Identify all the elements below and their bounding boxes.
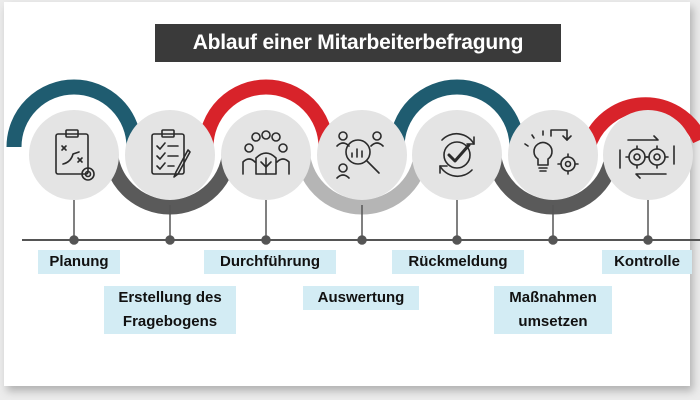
step-label-auswertung: Auswertung	[303, 286, 419, 310]
feedback-check-icon	[439, 132, 475, 178]
step-label-massnahmen: Maßnahmen umsetzen	[494, 286, 612, 334]
step-circle-6	[508, 110, 598, 200]
step-circle-5	[412, 110, 502, 200]
timeline-dot	[452, 235, 462, 245]
timeline-dot	[548, 235, 558, 245]
gears-cycle-icon	[619, 135, 675, 179]
step-circle-1	[29, 110, 119, 200]
clipboard-plan-icon	[55, 129, 95, 181]
timeline-dot	[643, 235, 653, 245]
step-label-massnahmen-line1: Maßnahmen	[509, 289, 597, 306]
step-label-durchfuehrung: Durchführung	[204, 250, 336, 274]
arc-step-3	[198, 79, 334, 148]
timeline-dot	[165, 235, 175, 245]
arc-step-5	[389, 79, 525, 148]
timeline-dot	[261, 235, 271, 245]
idea-gear-icon	[524, 129, 579, 175]
timeline-dot	[357, 235, 367, 245]
step-label-rueckmeldung: Rückmeldung	[392, 250, 524, 274]
step-label-erstellung: Erstellung des Fragebogens	[104, 286, 236, 334]
page-title: Ablauf einer Mitarbeiterbefragung	[155, 24, 561, 62]
step-circle-7	[603, 110, 693, 200]
step-circle-2	[125, 110, 215, 200]
step-circle-3	[221, 110, 311, 200]
step-label-planung: Planung	[38, 250, 120, 274]
step-label-erstellung-line2: Fragebogens	[122, 313, 218, 330]
step-label-erstellung-line1: Erstellung des	[118, 289, 222, 306]
checklist-icon	[151, 129, 191, 178]
arc-step-7	[580, 97, 700, 150]
step-circles	[29, 110, 693, 200]
analysis-search-icon	[336, 131, 384, 179]
step-label-kontrolle: Kontrolle	[602, 250, 692, 274]
team-group-icon	[242, 130, 290, 175]
step-label-massnahmen-line2: umsetzen	[518, 313, 588, 330]
arc-step-1	[6, 79, 142, 148]
timeline-dot	[69, 235, 79, 245]
connectors	[69, 200, 653, 245]
